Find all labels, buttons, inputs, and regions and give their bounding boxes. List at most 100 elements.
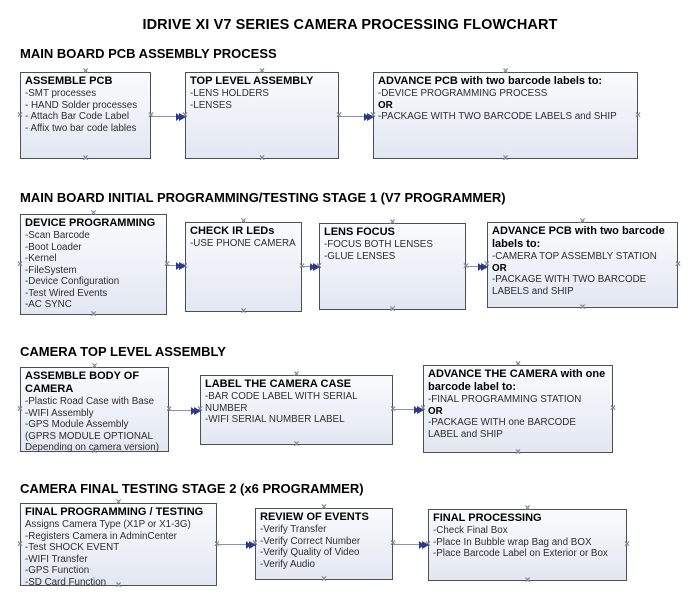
connection-point-icon: ×	[635, 109, 641, 121]
box-line: -Boot Loader	[25, 241, 82, 253]
connection-point-icon: ×	[370, 109, 376, 121]
box-title: DEVICE PROGRAMMING	[25, 217, 156, 229]
box-line: -FileSystem	[25, 264, 77, 276]
box-line: -Place In Bubble wrap Bag and BOX	[433, 536, 592, 548]
connection-point-icon: ×	[214, 538, 220, 550]
connection-point-icon: ×	[579, 302, 586, 313]
box-line: -Check Final Box	[433, 525, 508, 536]
connection-point-icon: ×	[293, 439, 300, 450]
box-line: -BAR CODE LABEL WITH SERIAL NUMBER	[205, 391, 358, 414]
box-line: -Verify Correct Number	[260, 535, 361, 547]
box-title: FINAL PROCESSING	[433, 512, 542, 524]
box-title: ASSEMBLE PCB	[25, 75, 113, 87]
box-title: LABEL THE CAMERA CASE	[205, 378, 352, 390]
box-line: -FOCUS BOTH LENSES	[324, 239, 433, 250]
flow-arrow	[167, 261, 186, 270]
connection-point-icon: ×	[299, 261, 305, 272]
box-line: -Scan Barcode	[25, 230, 90, 241]
connection-point-icon: ×	[166, 403, 172, 415]
box-line: -Verify Quality of Video	[260, 547, 360, 558]
connection-point-icon: ×	[420, 403, 426, 414]
connection-point-icon: ×	[90, 309, 97, 320]
arrow-shaft	[169, 409, 196, 412]
box-line: -GPS Module Assembly	[25, 419, 129, 430]
box-line: -WIFI Assembly	[25, 407, 94, 419]
connection-point-icon: ×	[515, 447, 521, 458]
box-line: -Registers Camera in AdminCenter	[25, 530, 177, 542]
box-line: -USE PHONE CAMERA	[190, 238, 296, 249]
box-line: -Plastic Road Case with Base	[25, 396, 155, 407]
connection-point-icon: ×	[524, 575, 531, 586]
connection-point-icon: ×	[336, 109, 342, 121]
box-title: LENS FOCUS	[324, 226, 395, 238]
section-heading-final-testing: CAMERA FINAL TESTING STAGE 2 (x6 PROGRAM…	[20, 481, 364, 496]
box-line: -LENSES	[190, 99, 232, 111]
box-line: -GLUE LENSES	[324, 250, 396, 262]
box-line: -WIFI Transfer	[25, 553, 88, 565]
flow-box-assemble-pcb: ASSEMBLE PCB -SMT processes - HAND Solde…	[17, 67, 154, 164]
box-line: -GPS Function	[25, 565, 90, 576]
section-heading-pcb-assembly: MAIN BOARD PCB ASSEMBLY PROCESS	[20, 46, 277, 61]
flow-box-assemble-body: ASSEMBLE BODY OF CAMERA -Plastic Road Ca…	[17, 362, 172, 457]
box-title: TOP LEVEL ASSEMBLY	[190, 75, 314, 87]
connection-point-icon: ×	[17, 258, 23, 270]
arrow-head-icon	[414, 405, 419, 414]
box-line: -Kernel	[25, 253, 57, 264]
box-line: - HAND Solder processes	[25, 99, 138, 111]
flow-box-lens-focus: LENS FOCUS -FOCUS BOTH LENSES -GLUE LENS…	[316, 218, 469, 315]
flow-arrow	[393, 540, 429, 549]
arrow-head-icon	[191, 406, 196, 415]
flow-box-review-of-events: REVIEW OF EVENTS -Verify Transfer -Verif…	[252, 503, 396, 585]
box-line: -SMT processes	[25, 88, 97, 99]
arrow-head-icon	[176, 112, 181, 121]
box-line: -DEVICE PROGRAMMING PROCESS	[378, 88, 548, 99]
arrow-head-icon	[364, 112, 369, 121]
section-heading-initial-programming: MAIN BOARD INITIAL PROGRAMMING/TESTING S…	[20, 190, 506, 205]
connection-point-icon: ×	[624, 539, 630, 550]
arrow-head-icon	[310, 262, 315, 271]
flow-arrow	[339, 112, 374, 121]
arrow-shaft	[217, 543, 251, 546]
box-line: - Affix two bar code lables	[25, 122, 137, 134]
box-line: Depending on camera version)	[25, 442, 159, 453]
arrow-shaft	[393, 408, 419, 411]
connection-point-icon: ×	[390, 404, 396, 415]
section-heading-camera-top-assembly: CAMERA TOP LEVEL ASSEMBLY	[20, 344, 226, 359]
connection-point-icon: ×	[252, 538, 258, 549]
box-line: OR	[492, 262, 507, 274]
box-line: -Verify Transfer	[260, 524, 327, 535]
box-line: -PACKAGE WITH one BARCODE LABEL and SHIP	[428, 417, 576, 440]
box-line: -CAMERA TOP ASSEMBLY STATION	[492, 251, 657, 262]
flow-box-top-level-assembly: TOP LEVEL ASSEMBLY -LENS HOLDERS -LENSES…	[182, 67, 342, 164]
flow-box-advance-camera-one-label: ADVANCE THE CAMERA with one barcode labe…	[420, 360, 616, 458]
arrow-head-icon	[176, 261, 181, 270]
arrow-head-icon	[478, 262, 483, 271]
box-line: -PACKAGE WITH TWO BARCODE LABELS and SHI…	[378, 111, 617, 122]
connection-point-icon: ×	[425, 539, 431, 550]
flow-box-final-programming-testing: FINAL PROGRAMMING / TESTING Assigns Came…	[17, 498, 220, 591]
flow-arrow	[217, 540, 256, 549]
arrow-shaft	[339, 115, 369, 118]
box-line: - Attach Bar Code Label	[25, 111, 130, 122]
connection-point-icon: ×	[148, 109, 154, 121]
flow-box-check-ir-leds: CHECK IR LEDs -USE PHONE CAMERA ××××	[182, 217, 305, 317]
connection-point-icon: ×	[463, 260, 469, 272]
box-line: -Verify Audio	[260, 558, 316, 570]
flow-arrow	[393, 405, 424, 414]
box-line: -AC SYNC	[25, 299, 72, 310]
box-title: REVIEW OF EVENTS	[260, 511, 369, 523]
box-line: OR	[378, 99, 393, 111]
connection-point-icon: ×	[182, 109, 188, 121]
box-line: -Device Configuration	[25, 276, 120, 287]
box-title: ASSEMBLE BODY OF CAMERA	[25, 370, 140, 395]
arrow-shaft	[151, 115, 181, 118]
box-title: ADVANCE PCB with two barcode labels to:	[492, 225, 665, 250]
connection-point-icon: ×	[17, 538, 23, 550]
box-title: ADVANCE THE CAMERA with one barcode labe…	[428, 368, 606, 393]
connection-point-icon: ×	[82, 153, 89, 164]
box-title: FINAL PROGRAMMING / TESTING	[25, 506, 204, 518]
arrow-shaft	[167, 264, 181, 267]
connection-point-icon: ×	[389, 304, 396, 315]
flow-box-advance-pcb-two-labels-1: ADVANCE PCB with two barcode labels to: …	[370, 67, 641, 164]
